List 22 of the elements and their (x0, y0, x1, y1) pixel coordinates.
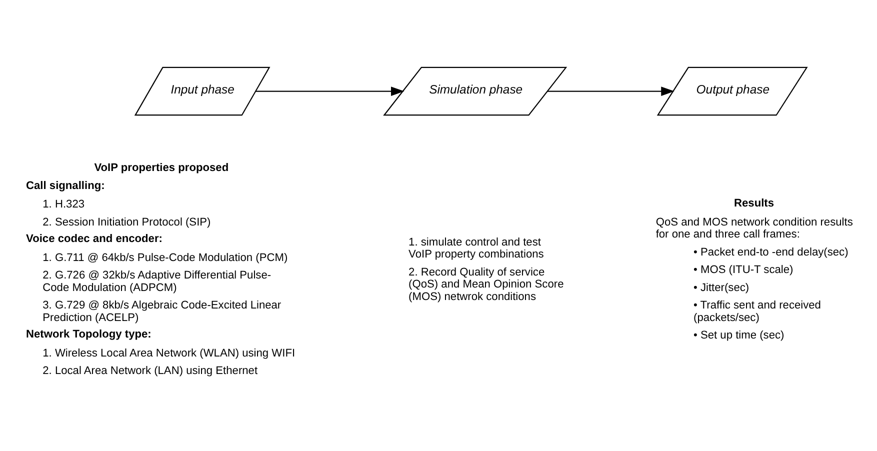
label: 1. H.323 (42, 198, 85, 210)
label: 1. Wireless Local Area Network (WLAN) using WIFI (42, 346, 296, 359)
label: Voice codec and encoder: (26, 232, 162, 245)
label: • Jitter(sec) (694, 281, 750, 294)
label: • Packet end-to -end delay(sec) (694, 246, 848, 258)
label: 1. G.711 @ 64kb/s Pulse-Code Modulation (PCM) (42, 251, 288, 264)
label: Results (734, 197, 774, 210)
label: 1. simulate control and test VoIP property combinations (408, 236, 544, 260)
label: 2. Session Initiation Protocol (SIP) (42, 216, 211, 228)
label: Call signalling: (26, 179, 105, 192)
label: 2. Local Area Network (LAN) using Ethernet (42, 364, 258, 377)
label: VoIP properties proposed (94, 162, 229, 174)
label: • Traffic sent and received (packets/sec) (694, 299, 821, 324)
label: • Set up time (sec) (694, 329, 784, 342)
label: • MOS (ITU-T scale) (694, 264, 794, 276)
label: QoS and MOS network condition results for one and three call frames: (656, 216, 853, 240)
label: 3. G.729 @ 8kb/s Algebraic Code-Excited Linear Prediction (ACELP) (42, 299, 282, 324)
label: 2. Record Quality of service (QoS) and Mean Opinion Score (MOS) netwrok conditions (408, 266, 564, 302)
arrow (547, 86, 674, 96)
label: Network Topology type: (26, 328, 152, 340)
arrow (256, 86, 404, 96)
label: 2. G.726 @ 32kb/s Adaptive Differential Pulse-Code Modulation (ADPCM) (42, 269, 272, 294)
